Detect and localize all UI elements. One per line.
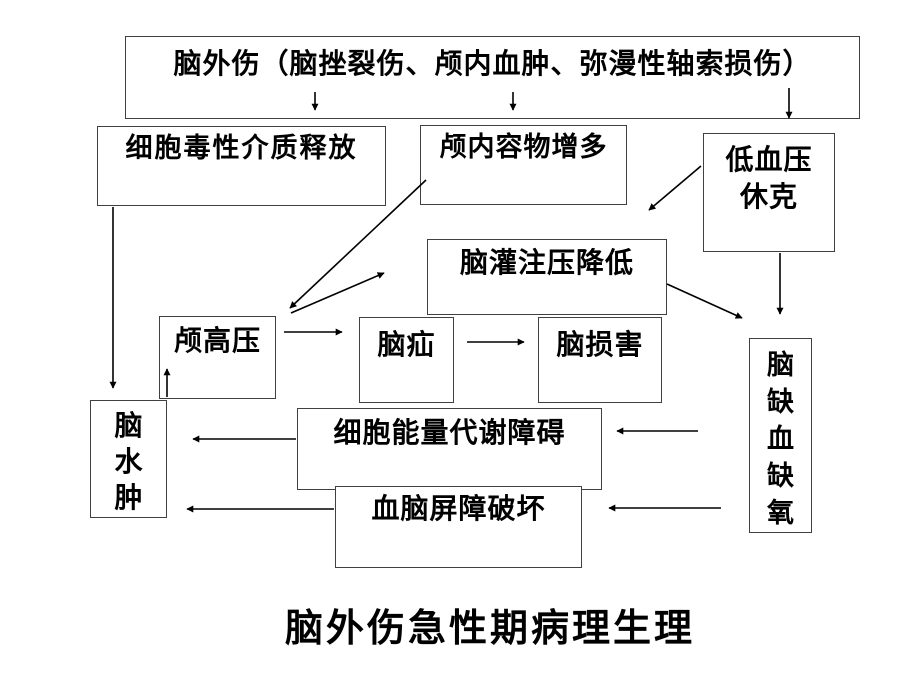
node-cerebral-perfusion-pressure-drop: 脑灌注压降低 (427, 239, 667, 315)
arrow-icp-to-perfusion (290, 272, 385, 314)
node-cytotoxic-mediator-release: 细胞毒性介质释放 (97, 126, 386, 206)
node-brain-herniation: 脑疝 (359, 317, 454, 403)
node-brain-edema: 脑 水 肿 (90, 400, 167, 518)
node-cell-energy-metabolism-disorder: 细胞能量代谢障碍 (297, 408, 602, 490)
node-intracranial-contents-increase: 颅内容物增多 (420, 125, 627, 205)
node-intracranial-hypertension: 颅高压 (159, 316, 276, 399)
slide-title: 脑外伤急性期病理生理 (284, 606, 695, 650)
node-blood-brain-barrier-destruction: 血脑屏障破坏 (335, 486, 582, 568)
arrow-perfusion-to-ischemia (666, 283, 743, 319)
node-brain-ischemia-hypoxia: 脑 缺 血 缺 氧 (749, 338, 812, 533)
node-hypotension-shock: 低血压 休克 (703, 133, 835, 252)
node-brain-damage: 脑损害 (538, 317, 662, 403)
node-brain-trauma: 脑外伤（脑挫裂伤、颅内血肿、弥漫性轴索损伤） (125, 36, 860, 119)
arrow-shock-to-perfusion (648, 165, 702, 211)
